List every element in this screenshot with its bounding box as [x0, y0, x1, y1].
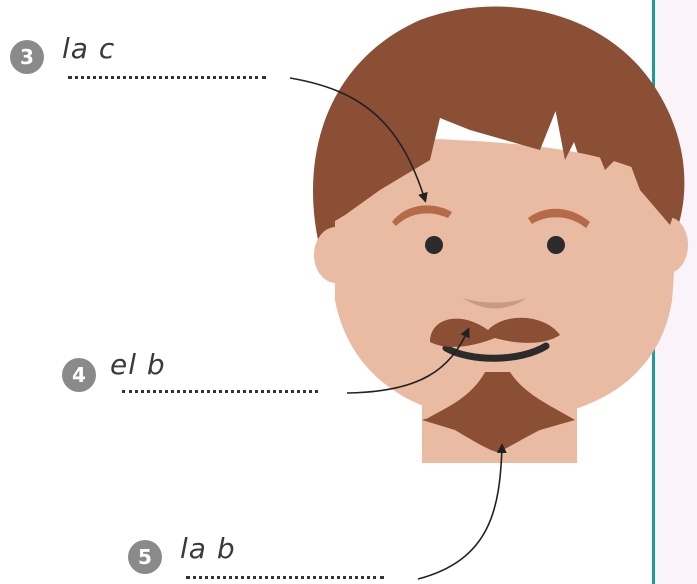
number-badge-4: 4 — [62, 358, 96, 392]
label-text-5: la b — [180, 532, 236, 565]
dotted-answer-line-5[interactable] — [186, 576, 384, 579]
left-eye — [425, 236, 443, 254]
label-text-3: la c — [62, 32, 115, 65]
number-badge-5: 5 — [128, 540, 162, 574]
dotted-answer-line-4[interactable] — [122, 390, 318, 393]
dotted-answer-line-3[interactable] — [68, 76, 266, 79]
arrow-5 — [418, 446, 502, 579]
right-eye — [547, 236, 565, 254]
label-text-4: el b — [110, 348, 166, 381]
number-badge-3: 3 — [10, 40, 44, 74]
